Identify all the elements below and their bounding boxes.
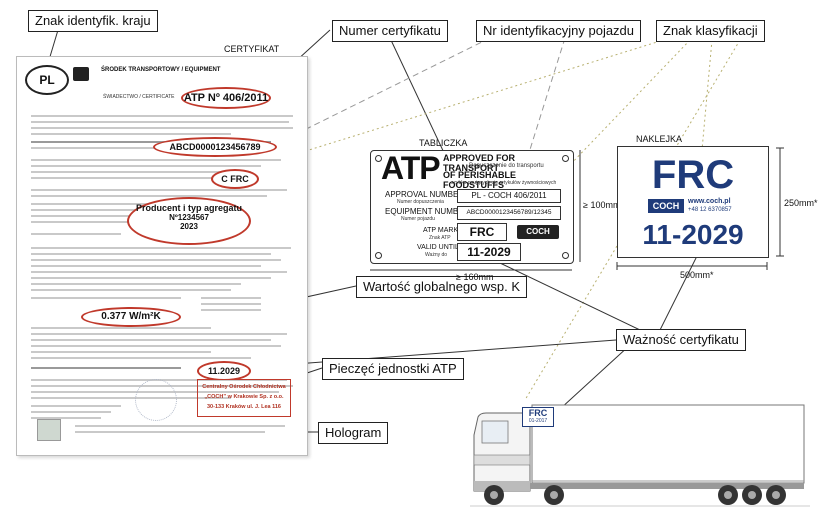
plate-mark-label: ATP MARK bbox=[423, 227, 459, 234]
plate-approval-label: APPROVAL NUMBER bbox=[385, 190, 465, 199]
producer-title: Producent i typ agregatu bbox=[135, 203, 242, 213]
certificate-document: PL ŚRODEK TRANSPORTOWY / EQUIPMENT ŚWIAD… bbox=[16, 56, 308, 456]
truck-sticker: FRC 01-2017 bbox=[522, 407, 554, 427]
sticker-caption: NAKLEJKA bbox=[636, 134, 683, 144]
plate-approved-sub2: szybko psujących się artykułów żywnościo… bbox=[451, 180, 557, 186]
plate-dim-width: ≥ 160mm bbox=[456, 272, 494, 282]
plate-approved-sub1: Dopuszczenie do transportu bbox=[469, 163, 544, 169]
plate-mark-sub: Znak ATP bbox=[429, 235, 451, 241]
plate-hole bbox=[375, 155, 382, 162]
plate-hole bbox=[375, 252, 382, 259]
callout-hologram: Hologram bbox=[318, 422, 389, 444]
plate-equipment-label: EQUIPMENT NUMBER bbox=[385, 207, 470, 216]
hologram-icon bbox=[37, 419, 61, 441]
sticker-class-code: FRC bbox=[651, 153, 735, 197]
country-code-oval: PL bbox=[25, 65, 69, 95]
atp-stamp: Centralny Ośrodek Chłodnictwa „COCH” w K… bbox=[197, 379, 291, 417]
k-value-oval: 0.377 W/m²K bbox=[81, 307, 181, 327]
stamp-line-3: 30-133 Kraków ul. J. Lea 116 bbox=[207, 404, 281, 410]
plate-valid-label: VALID UNTIL bbox=[417, 244, 459, 251]
truck-sticker-date: 01-2017 bbox=[528, 418, 548, 424]
frc-sticker: FRC COCH www.coch.pl +48 12 6370857 11-2… bbox=[617, 146, 769, 258]
producer-number: Nº1234567 bbox=[169, 213, 209, 222]
callout-vehicle-id: Nr identyfikacyjny pojazdu bbox=[476, 20, 642, 42]
callout-k-value: Wartość globalnego wsp. K bbox=[356, 276, 528, 298]
sticker-coch-logo: COCH bbox=[648, 199, 684, 213]
plate-approved-line1: APPROVED FOR TRANSPORT bbox=[443, 153, 516, 173]
producer-oval: Producent i typ agregatu Nº1234567 2023 bbox=[127, 197, 251, 245]
callout-classification-mark: Znak klasyfikacji bbox=[656, 20, 765, 42]
coch-logo-icon bbox=[73, 67, 89, 81]
plate-coch-logo: COCH bbox=[517, 225, 559, 239]
atp-plate: ATP APPROVED FOR TRANSPORT Dopuszczenie … bbox=[370, 150, 574, 264]
certificate-heading: CERTYFIKAT bbox=[224, 44, 280, 54]
plate-approval-sub: Numer dopuszczenia bbox=[397, 199, 444, 205]
sticker-valid: 11-2029 bbox=[642, 219, 744, 250]
plate-hole bbox=[562, 155, 569, 162]
plate-equipment-sub: Numer pojazdu bbox=[401, 216, 435, 222]
plate-mark-field: FRC bbox=[457, 223, 507, 241]
org-name: ŚRODEK TRANSPORTOWY / EQUIPMENT bbox=[101, 67, 221, 73]
plate-approval-field: PL - COCH 406/2011 bbox=[457, 189, 561, 203]
callout-atp-stamp: Pieczęć jednostki ATP bbox=[322, 358, 464, 380]
callout-validity: Ważność certyfikatu bbox=[616, 329, 746, 351]
plate-valid-field: 11-2029 bbox=[457, 243, 521, 261]
eagle-emblem-icon bbox=[135, 379, 177, 421]
plate-valid-sub: Ważny do bbox=[425, 252, 448, 258]
stamp-line-1: Centralny Ośrodek Chłodnictwa bbox=[202, 384, 286, 390]
plate-caption: TABLICZKA bbox=[419, 138, 468, 148]
plate-equipment-field: ABCD0000123456789/12345 bbox=[457, 206, 561, 220]
sticker-dim-width: 500mm* bbox=[680, 270, 714, 280]
producer-year: 2023 bbox=[180, 222, 198, 231]
truck-illustration bbox=[470, 404, 810, 507]
callout-country-mark: Znak identyfik. kraju bbox=[28, 10, 158, 32]
sticker-dim-height: 250mm* bbox=[784, 198, 818, 208]
valid-until-oval: 11.2029 bbox=[197, 361, 251, 381]
plate-dim-height: ≥ 100mm bbox=[583, 200, 621, 210]
sticker-website: www.coch.pl bbox=[688, 198, 731, 205]
certificate-label: ŚWIADECTWO / CERTIFICATE bbox=[103, 94, 175, 100]
vin-oval: ABCD0000123456789 bbox=[153, 137, 277, 157]
stamp-line-2: „COCH” w Krakowie Sp. z o.o. bbox=[204, 394, 284, 400]
plate-hole bbox=[562, 252, 569, 259]
class-code-oval: C FRC bbox=[211, 169, 259, 189]
callout-certificate-number: Numer certyfikatu bbox=[332, 20, 448, 42]
truck-sticker-code: FRC bbox=[528, 408, 548, 418]
sticker-phone: +48 12 6370857 bbox=[688, 207, 732, 213]
plate-approved-line2: OF PERISHABLE FOODSTUFFS bbox=[443, 170, 517, 190]
plate-atp-title: ATP bbox=[381, 150, 441, 186]
atp-number-oval: ATP Nº 406/2011 bbox=[181, 87, 271, 109]
